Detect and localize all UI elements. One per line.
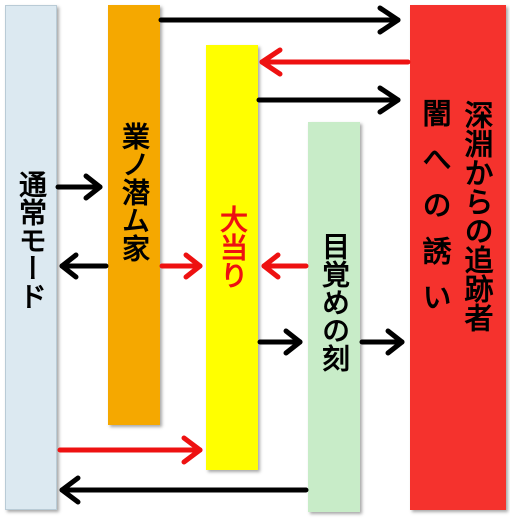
gyo-no-sensou-box <box>108 5 160 425</box>
abyss-label-col1: 深淵からの追跡者 <box>460 100 494 332</box>
arrow-awakening-to-abyss <box>359 328 405 356</box>
normal-mode-box <box>5 5 57 510</box>
abyss-label-col2: 闇への誘い <box>418 98 452 328</box>
arrow-jackpot-to-awakening <box>257 328 303 356</box>
arrow-awakening-to-jackpot <box>261 252 309 280</box>
awakening-box <box>308 122 360 512</box>
arrow-normal-to-jackpot <box>57 435 203 465</box>
arrow-awakening-to-normal <box>59 475 309 505</box>
arrow-abyss-to-jackpot <box>259 47 411 77</box>
abyss-box <box>410 5 506 510</box>
normal-mode-label: 通常モード <box>15 170 48 310</box>
jackpot-box <box>206 45 258 470</box>
arrow-gyo-to-normal <box>59 252 109 280</box>
gyo-no-sensou-label: 業ノ潜ム家 <box>118 122 151 262</box>
jackpot-label: 大当り <box>216 205 249 289</box>
arrow-normal-to-gyo <box>55 173 103 201</box>
arrow-gyo-to-jackpot <box>159 252 203 280</box>
arrow-gyo-to-abyss <box>158 5 401 35</box>
arrow-jackpot-to-abyss <box>256 85 401 115</box>
awakening-label: 目覚めの刻 <box>318 232 351 372</box>
